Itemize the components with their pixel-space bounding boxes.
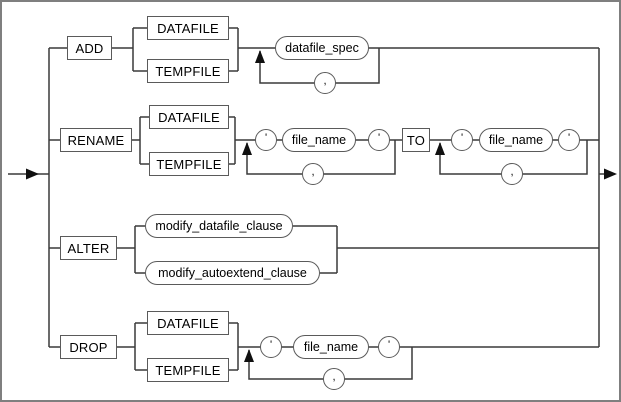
operand-file-name-drop: file_name <box>293 335 369 359</box>
keyword-datafile-drop: DATAFILE <box>147 311 229 335</box>
close-quote-target: ' <box>558 129 580 151</box>
keyword-datafile-rename: DATAFILE <box>149 105 229 129</box>
open-quote-source: ' <box>255 129 277 151</box>
comma-separator-rename-target: , <box>501 163 523 185</box>
wires-alter-row <box>49 225 599 274</box>
keyword-tempfile-rename: TEMPFILE <box>149 152 229 176</box>
wires-add-row <box>49 27 599 84</box>
wires-drop-row <box>49 322 599 380</box>
add-loop-arrowhead <box>255 50 265 63</box>
close-quote-drop: ' <box>378 336 400 358</box>
wire-right-rail-and-exit <box>598 48 615 347</box>
exit-arrowhead <box>604 168 617 180</box>
entry-arrowhead <box>26 168 39 180</box>
rename-loop2-arrowhead <box>435 142 445 155</box>
operand-file-name-target: file_name <box>479 128 553 152</box>
open-quote-drop: ' <box>260 336 282 358</box>
operand-datafile-spec: datafile_spec <box>275 36 369 60</box>
keyword-datafile-add: DATAFILE <box>147 16 229 40</box>
comma-separator-add: , <box>314 72 336 94</box>
keyword-tempfile-add: TEMPFILE <box>147 59 229 83</box>
operand-modify-autoextend-clause: modify_autoextend_clause <box>145 261 320 285</box>
drop-loop-arrowhead <box>244 349 254 362</box>
close-quote-source: ' <box>368 129 390 151</box>
operand-file-name-source: file_name <box>282 128 356 152</box>
keyword-rename: RENAME <box>60 128 132 152</box>
comma-separator-drop: , <box>323 368 345 390</box>
keyword-drop: DROP <box>60 335 117 359</box>
keyword-alter: ALTER <box>60 236 117 260</box>
open-quote-target: ' <box>451 129 473 151</box>
keyword-tempfile-drop: TEMPFILE <box>147 358 229 382</box>
keyword-to: TO <box>402 128 430 152</box>
keyword-add: ADD <box>67 36 112 60</box>
rename-loop1-arrowhead <box>242 142 252 155</box>
wire-entry-and-left-rail <box>8 48 50 347</box>
comma-separator-rename-source: , <box>302 163 324 185</box>
operand-modify-datafile-clause: modify_datafile_clause <box>145 214 293 238</box>
